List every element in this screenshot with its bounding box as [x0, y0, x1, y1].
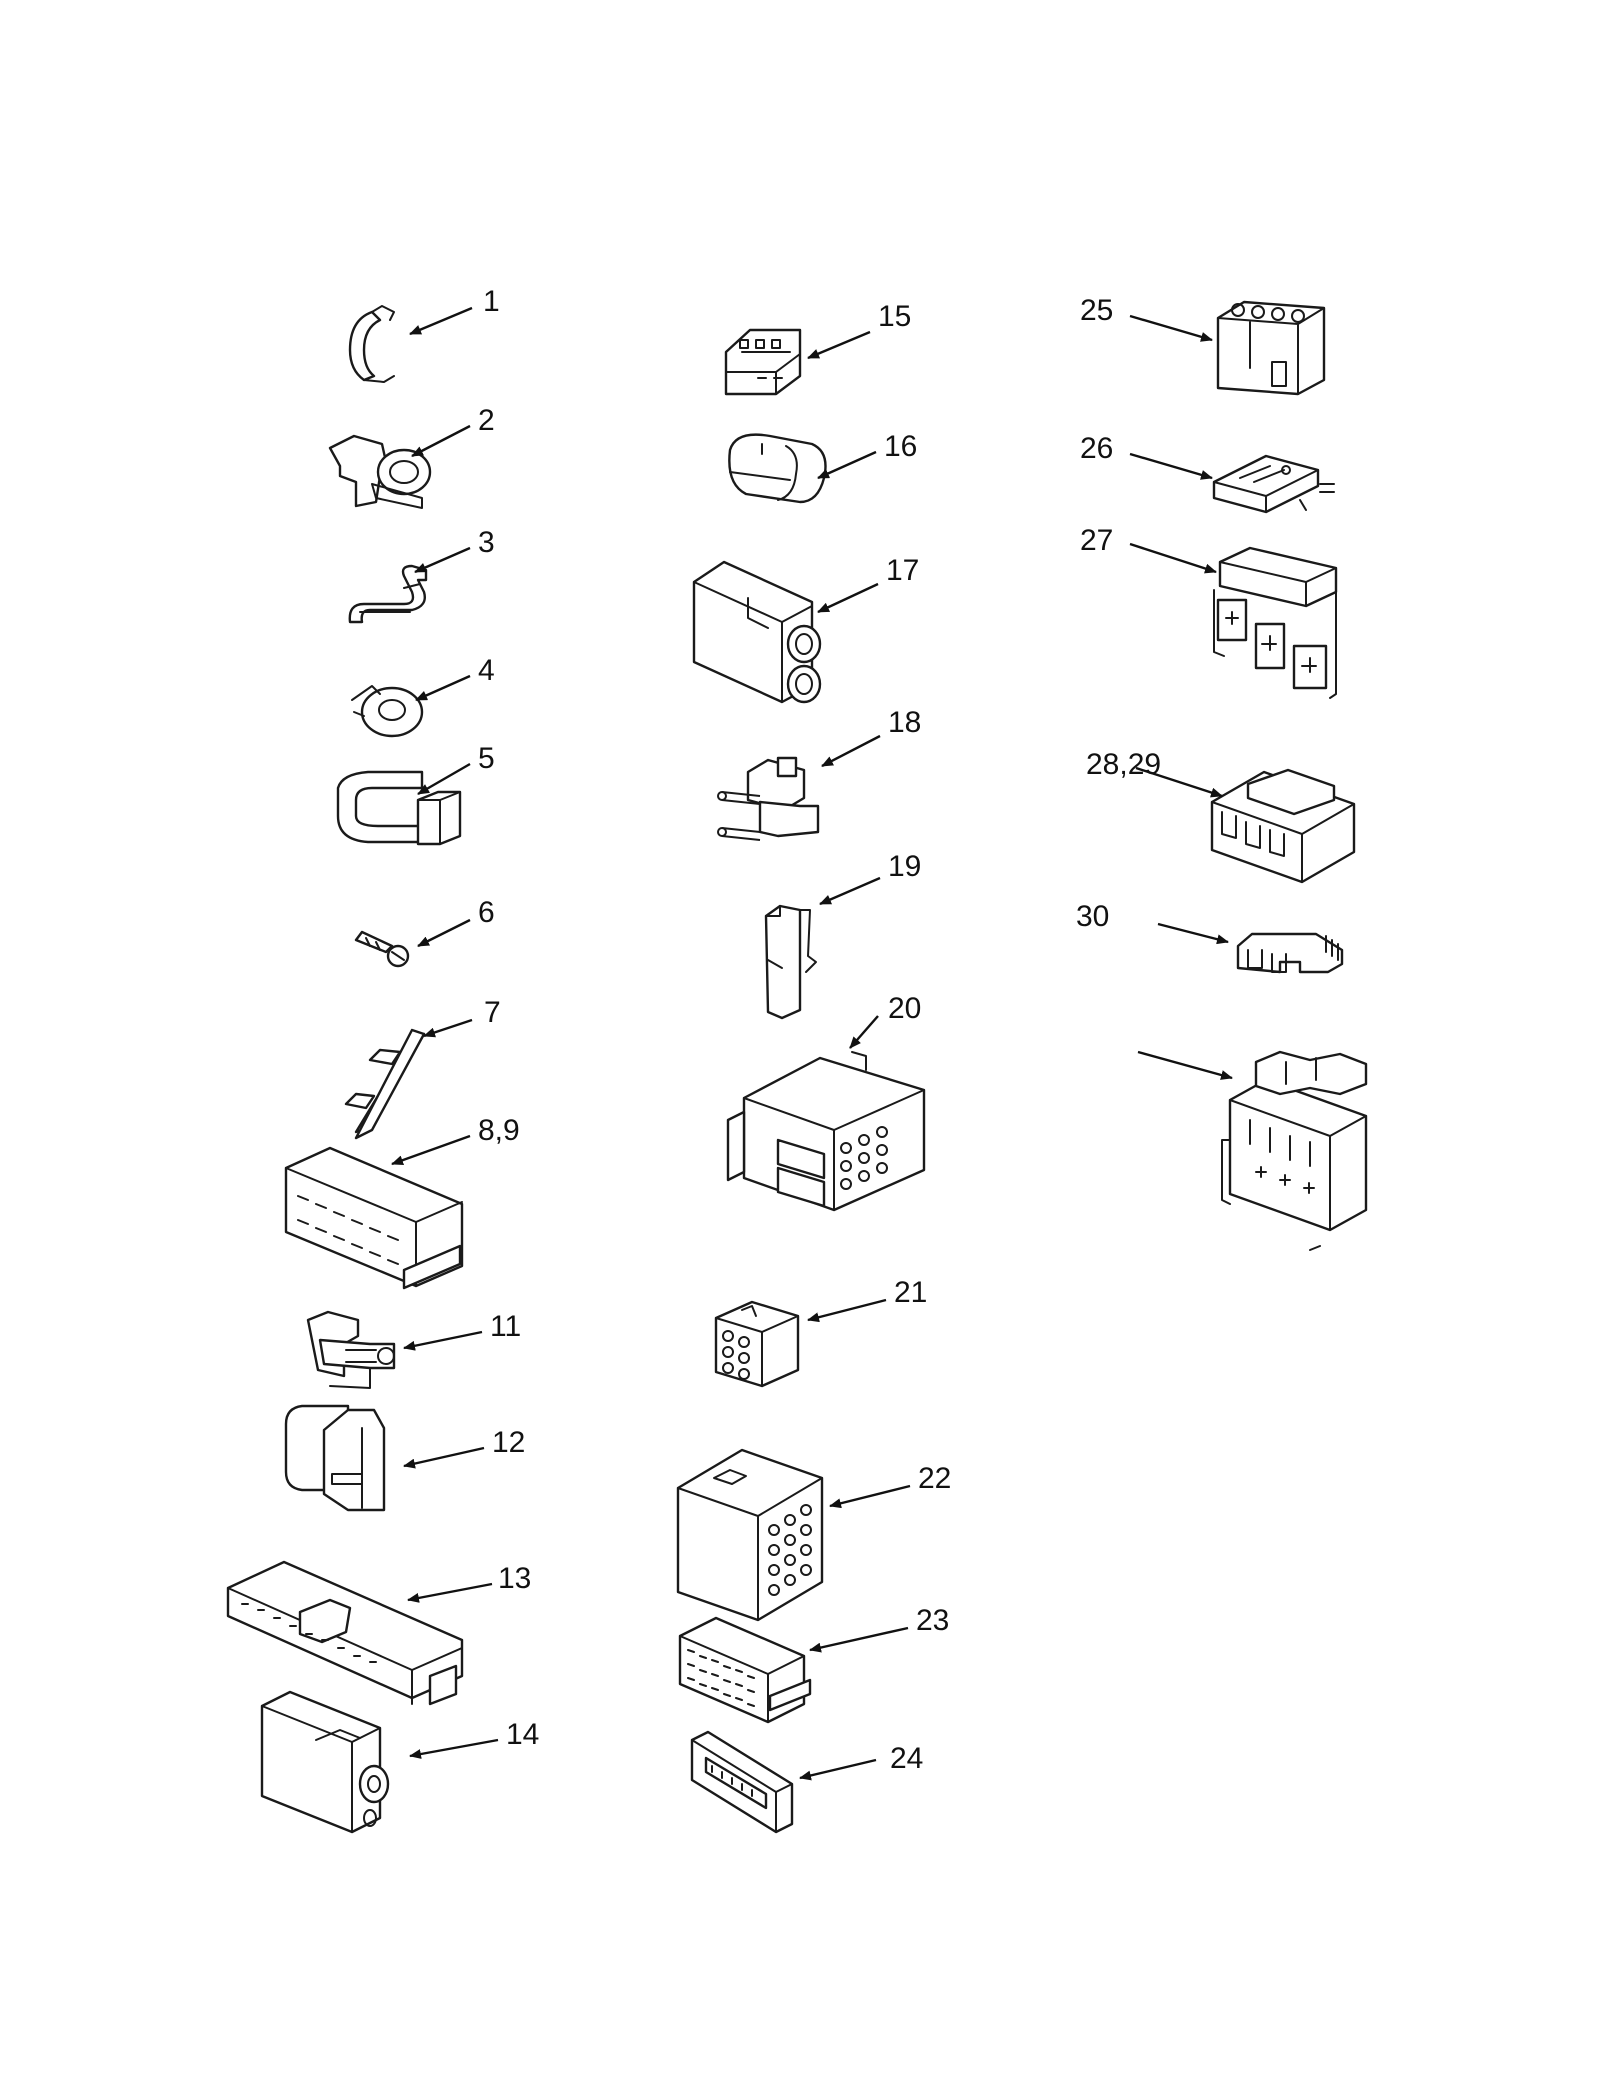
callout-27: 28,29: [1086, 748, 1356, 884]
callout-12-label: 13: [498, 1562, 531, 1595]
callout-17: 18: [717, 706, 921, 841]
callout-14: 15: [724, 300, 911, 396]
callout-10: 11: [306, 1310, 521, 1389]
callout-5-label: 5: [478, 742, 495, 775]
callout-28-29-label: 30: [1076, 900, 1109, 933]
callout-8-9-label: 8,9: [478, 1114, 520, 1147]
callout-21: 22: [676, 1448, 951, 1622]
callout-30: [1137, 1050, 1368, 1251]
callout-3-label: 3: [478, 526, 495, 559]
callout-13-label: 14: [506, 1718, 539, 1751]
callout-1-label: 1: [483, 285, 500, 318]
callout-18: 19: [764, 850, 921, 1020]
callout-27-label: 28,29: [1086, 748, 1161, 781]
callout-18-label: 19: [888, 850, 921, 883]
callout-4-label: 4: [478, 654, 495, 687]
callout-24-label: 25: [1080, 294, 1113, 327]
callout-5: 5: [336, 742, 495, 846]
callout-11-label: 12: [492, 1426, 525, 1459]
callout-11: 12: [284, 1404, 525, 1512]
callout-13: 14: [260, 1690, 539, 1834]
callout-19-label: 20: [888, 992, 921, 1025]
callout-20: 21: [714, 1276, 927, 1388]
callout-6: 6: [354, 896, 495, 968]
callout-3: 3: [348, 526, 495, 624]
callout-23-label: 24: [890, 1742, 923, 1775]
callout-17-label: 18: [888, 706, 921, 739]
callout-20-label: 21: [894, 1276, 927, 1309]
callout-2-label: 2: [478, 404, 495, 437]
callout-7-label: 7: [484, 996, 501, 1029]
callout-1: 1: [348, 285, 500, 383]
callout-16: 17: [692, 554, 919, 704]
callout-16-label: 17: [886, 554, 919, 587]
callout-24: 25: [1080, 294, 1326, 396]
callout-26-label: 27: [1080, 524, 1113, 557]
callout-4: 4: [351, 654, 495, 738]
callout-12: 13: [226, 1560, 531, 1706]
callout-25-label: 26: [1080, 432, 1113, 465]
callout-8-9: 8,9: [284, 1114, 520, 1290]
callout-6-label: 6: [478, 896, 495, 929]
callout-14-label: 15: [878, 300, 911, 333]
callout-23: 24: [690, 1730, 923, 1834]
callout-19: 20: [726, 992, 926, 1212]
callout-15: 16: [728, 430, 917, 504]
callout-22: 23: [678, 1604, 949, 1724]
callout-22-label: 23: [916, 1604, 949, 1637]
callout-10-label: 11: [490, 1310, 521, 1343]
callout-21-label: 22: [918, 1462, 951, 1495]
callout-25: 26: [1080, 432, 1335, 514]
callout-2: 2: [328, 404, 495, 509]
callout-26: 27: [1080, 524, 1338, 699]
callout-7: 7: [344, 996, 501, 1140]
callout-15-label: 16: [884, 430, 917, 463]
callout-28-29: 30: [1076, 900, 1344, 974]
